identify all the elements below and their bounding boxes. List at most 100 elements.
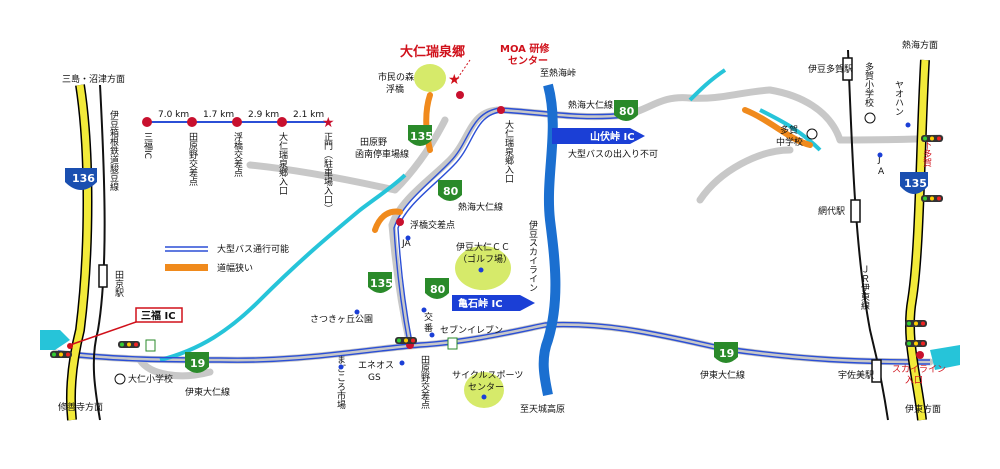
rail-jr-ito [847, 49, 889, 421]
stop-5: 正門（駐車場入口） [322, 132, 333, 213]
place-izu-taga: 伊豆多賀駅 [808, 63, 853, 75]
ohito-entrance-dot [497, 106, 505, 114]
ic-sanpuku: 三福 IC [141, 309, 176, 322]
poi-dots [338, 122, 911, 400]
ukihashi-dot [396, 218, 404, 226]
seven-eleven-mark-1 [145, 339, 156, 352]
sea-right [930, 345, 960, 370]
school-symbol-taga [806, 128, 818, 140]
shield-80-c [614, 100, 638, 121]
traffic-signals [50, 135, 943, 358]
place-cycle-2: センター [468, 382, 504, 393]
place-koban-2: 番 [424, 322, 433, 334]
bus-note: 大型バスの出入り不可 [568, 148, 658, 160]
place-usami: 宇佐美駅 [838, 369, 874, 381]
legend-bus: 大型バス通行可能 [217, 243, 289, 255]
place-ohito-school: 大仁小学校 [128, 373, 173, 385]
place-seven: セブンイレブン [440, 324, 503, 336]
golf-course [455, 246, 511, 290]
place-eneos-2: GS [368, 373, 381, 383]
rail-izu-hakone [92, 84, 106, 421]
school-symbol-ohito [114, 373, 126, 385]
road-atami-ohito-2: 熱海大仁線 [458, 201, 503, 213]
ic-labels: 三福 IC 山伏峠 IC 亀石峠 IC [67, 128, 645, 349]
title-moa-1: MOA 研修 [500, 42, 550, 55]
station-izu-taga [842, 57, 853, 81]
place-cycle-1: サイクルスポーツ [452, 370, 523, 381]
place-tawarano-jct: 田原野交差点 [419, 355, 430, 410]
school-symbol-taga-elem [864, 112, 876, 124]
place-ajiro: 網代駅 [818, 205, 845, 217]
place-ukihashi: 浮橋交差点 [410, 219, 455, 231]
place-shimin-mori-1: 市民の森 [378, 71, 414, 83]
seg-2: 1.7 km [203, 110, 234, 120]
seven-eleven-mark-2 [447, 337, 458, 350]
svg-text:80: 80 [430, 283, 446, 296]
road-jr-ito: ＪＲ伊東線 [859, 265, 870, 310]
place-tawarano-2: 函南停車場線 [355, 148, 409, 160]
dir-atami-pass: 至熱海峠 [540, 67, 576, 79]
title-dainin: 大仁瑞泉郷 [400, 44, 465, 60]
izu-skyline [538, 83, 561, 396]
dir-shimotaga: 下多賀 [921, 140, 932, 168]
dir-ito: 伊東方面 [905, 403, 941, 415]
svg-text:80: 80 [619, 105, 635, 118]
place-eneos-1: エネオス [358, 360, 394, 371]
place-tawarano-1: 田原野 [360, 137, 387, 148]
legend-narrow: 道幅狭い [217, 262, 253, 274]
river [159, 173, 407, 362]
station-ajiro [850, 199, 861, 223]
svg-text:135: 135 [904, 177, 927, 190]
place-golf-2: （ゴルフ場） [458, 253, 512, 265]
shield-19-a [185, 352, 209, 373]
highway-left-fill [67, 84, 91, 421]
svg-text:136: 136 [72, 172, 95, 185]
road-ito-ohito-2: 伊東大仁線 [700, 369, 745, 381]
route-shields: 136 135 135 80 80 80 19 19 135 [65, 100, 928, 373]
shimin-mori-park [414, 64, 446, 92]
ic-yamabushi: 山伏峠 IC [590, 130, 635, 143]
title-moa-2: センター [508, 55, 548, 67]
place-satsuki: さつきヶ丘公園 [310, 314, 373, 325]
svg-text:135: 135 [410, 130, 433, 143]
road-izu-skyline: 伊豆スカイライン [527, 219, 538, 292]
shield-135-b [368, 272, 392, 293]
place-taga-elem: 多賀小学校 [863, 61, 874, 108]
stop-4: 大仁瑞泉郷入口 [277, 131, 288, 195]
place-taga-school-1: 多賀 [780, 124, 798, 136]
place-ja2-j: J [877, 155, 881, 165]
place-ja1: JA [401, 239, 411, 249]
place-taga-school-2: 中学校 [776, 136, 803, 148]
shield-80-a [438, 180, 462, 201]
place-ohito-entrance: 大仁瑞泉郷入口 [503, 119, 514, 183]
seg-4: 2.1 km [293, 110, 324, 120]
narrow-roads [372, 92, 813, 233]
bus-route [57, 107, 931, 365]
svg-text:★: ★ [322, 115, 335, 131]
place-yaohan: ヤオハン [893, 80, 904, 116]
seg-1: 7.0 km [158, 110, 189, 120]
road-ajiro [696, 146, 794, 204]
shield-136 [65, 168, 97, 190]
place-golf-1: 伊豆大仁ＣＣ [456, 241, 510, 253]
road-main-south [51, 321, 934, 366]
road-ito-ohito-1: 伊東大仁線 [185, 386, 230, 398]
stop-2: 田原野交差点 [187, 132, 198, 187]
station-tahara [98, 264, 108, 288]
place-skyline-1: スカイライン [892, 364, 946, 375]
road-atami-ohito-1: 熱海大仁線 [568, 99, 613, 111]
star-main-gate: ★ [448, 72, 461, 88]
legend: 大型バス通行可能 道幅狭い [165, 243, 289, 274]
shield-80-b [425, 278, 449, 299]
skyline-entrance-dot [916, 351, 924, 359]
place-tahara-st: 田京駅 [113, 270, 124, 298]
road-taga [766, 86, 944, 144]
distance-bar: ★ 7.0 km 1.7 km 2.9 km 2.1 km 三福IC 田原野交差… [142, 110, 335, 213]
shield-19-b [714, 342, 738, 363]
svg-text:19: 19 [190, 357, 205, 370]
highway-right-fill [906, 59, 929, 421]
svg-text:80: 80 [443, 185, 459, 198]
station-usami [871, 359, 882, 383]
place-skyline-2: 入口 [905, 375, 923, 386]
